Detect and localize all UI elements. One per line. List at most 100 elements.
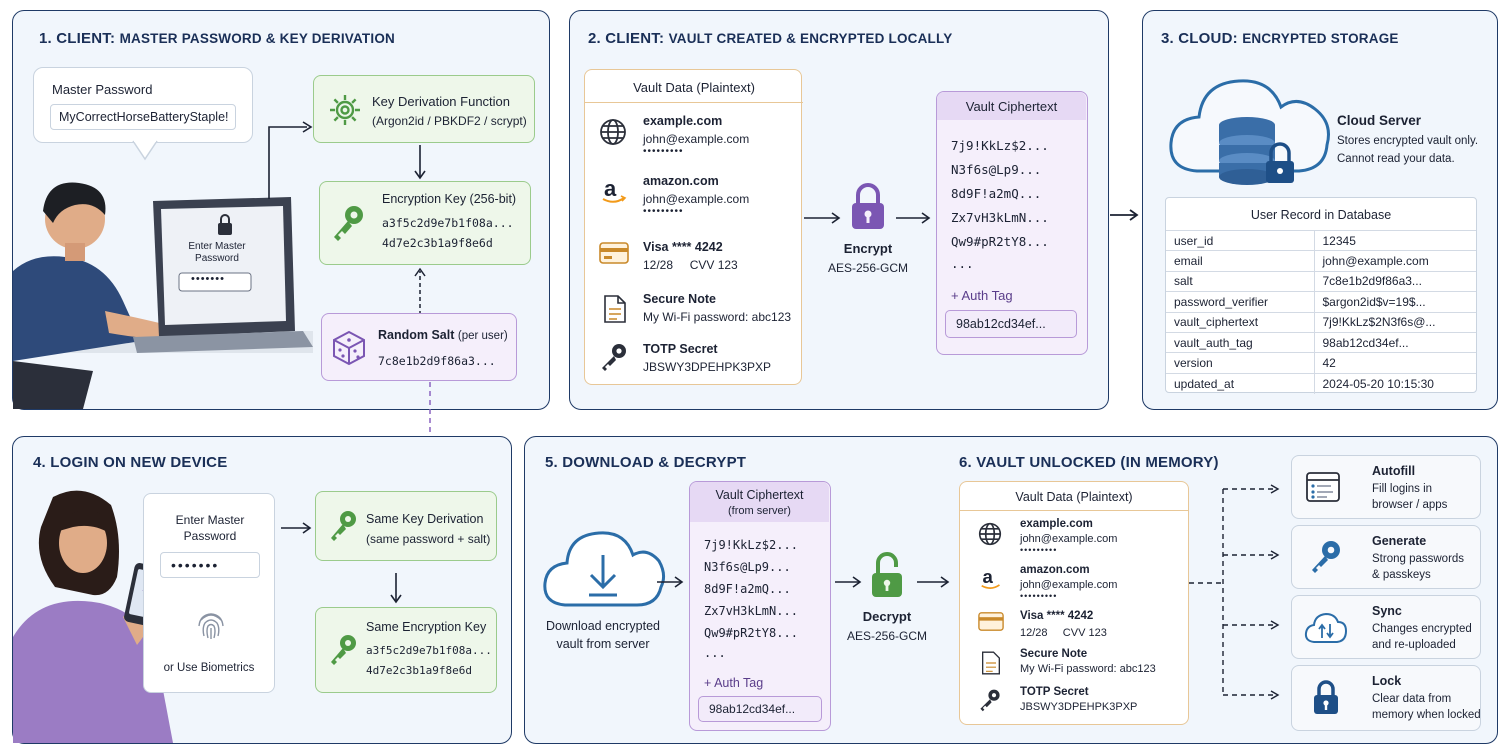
panel-client-key-derivation: 1. CLIENT: MASTER PASSWORD & KEY DERIVAT… (12, 10, 550, 410)
arrow-derive-to-key (390, 573, 402, 604)
vault-item-line: My Wi-Fi password: abc123 (643, 310, 792, 324)
vault-item-title: example.com (643, 114, 723, 128)
table-cell: 7j9!KkLz$2N3f6s@... (1314, 311, 1476, 333)
lock-icon (852, 183, 884, 229)
gear-icon (330, 95, 360, 125)
laptop-password-dots: ••••••• (191, 273, 225, 285)
note-icon (604, 295, 626, 323)
login-password-field[interactable]: ••••••• (160, 552, 260, 578)
vault-item-title: Visa **** 4242 (1020, 610, 1094, 622)
cipher-line: 7j9!KkLz$2... (704, 538, 798, 552)
auth-tag-label: + Auth Tag (951, 288, 1013, 303)
cloud-download-icon (543, 531, 666, 607)
vault-item-title: amazon.com (643, 174, 719, 188)
vault-item-line: john@example.com (1020, 579, 1118, 591)
vault-item-title: amazon.com (1020, 564, 1090, 576)
vault-plaintext-card: Vault Data (Plaintext) example.com john@… (584, 69, 803, 385)
action-generate[interactable]: Generate Strong passwords & passkeys (1291, 525, 1481, 589)
master-password-field: MyCorrectHorseBatteryStaple! (50, 104, 236, 130)
cipher-line: ... (704, 646, 726, 660)
master-password-bubble: Master Password MyCorrectHorseBatterySta… (33, 67, 253, 143)
table-row: password_verifier$argon2id$v=19$... (1166, 291, 1476, 313)
vault-item-line: john@example.com (643, 132, 750, 146)
table-cell: 7c8e1b2d9f86a3... (1314, 270, 1476, 292)
vault-item-line: john@example.com (1020, 533, 1118, 545)
same-encryption-key-box: Same Encryption Key a3f5c2d9e7b1f08a... … (315, 607, 497, 693)
biometrics-label[interactable]: or Use Biometrics (163, 662, 255, 674)
cipher-line: Zx7vH3kLmN... (951, 210, 1049, 225)
globe-icon (600, 119, 626, 145)
vault-plaintext-title: Vault Data (Plaintext) (1015, 490, 1133, 504)
fingerprint-icon[interactable] (196, 610, 226, 642)
salt-value: 7c8e1b2d9f86a3... (378, 354, 496, 368)
table-cell: 2024-05-20 10:15:30 (1314, 372, 1476, 394)
salt-title: Random Salt (per user) (378, 328, 508, 342)
cipher-line: 7j9!KkLz$2... (951, 138, 1049, 153)
auth-tag-value-box: 98ab12cd34ef... (945, 310, 1077, 338)
arrow-kdf-to-key (414, 145, 426, 180)
panel-login-new-device: 4. LOGIN ON NEW DEVICE Enter Master Pass… (12, 436, 512, 744)
action-lock[interactable]: Lock Clear data from memory when locked (1291, 665, 1481, 731)
table-cell: 12345 (1314, 229, 1476, 251)
action-autofill[interactable]: Autofill Fill logins in browser / apps (1291, 455, 1481, 519)
same-key-line2: 4d7e2c3b1a9f8e6d (366, 664, 472, 677)
table-cell: 98ab12cd34ef... (1314, 331, 1476, 353)
action-line: Changes encrypted (1372, 623, 1472, 635)
vault-ciphertext-card: Vault Ciphertext 7j9!KkLz$2... N3f6s@Lp9… (936, 91, 1088, 355)
encryption-key-box: Encryption Key (256-bit) a3f5c2d9e7b1f08… (319, 181, 531, 265)
user-record-title: User Record in Database (1250, 208, 1392, 222)
dice-icon (333, 330, 365, 366)
action-title: Generate (1372, 534, 1427, 548)
cipher-subtitle: (from server) (728, 505, 791, 517)
auth-tag-value-box: 98ab12cd34ef... (698, 696, 822, 722)
action-title: Lock (1372, 674, 1402, 688)
branch-arrows (1189, 484, 1280, 700)
key-icon (334, 206, 363, 241)
svg-text:a: a (983, 566, 994, 587)
same-key-line1: a3f5c2d9e7b1f08a... (366, 644, 492, 657)
table-cell: vault_auth_tag (1166, 331, 1315, 353)
cloud-server-icon (1169, 79, 1330, 185)
cipher-line: Qw9#pR2tY8... (951, 234, 1049, 249)
arrow-download-to-cipher (657, 576, 684, 588)
action-line: Fill logins in (1372, 483, 1433, 495)
credit-card-icon (599, 242, 629, 264)
vault-item-dots: ••••••••• (1020, 591, 1058, 601)
login-prompt-card: Enter Master Password ••••••• or Use Bio… (143, 493, 275, 693)
panel-vault-encrypted: 2. CLIENT: VAULT CREATED & ENCRYPTED LOC… (569, 10, 1109, 410)
arrow-vault-to-encrypt (804, 212, 841, 224)
arrow-decrypt-to-vault (917, 576, 950, 588)
action-title: Autofill (1372, 464, 1416, 478)
cipher-line: ... (951, 256, 974, 271)
cipher-line: Zx7vH3kLmN... (704, 604, 798, 618)
action-line: Clear data from (1372, 693, 1452, 705)
encrypt-label: Encrypt (843, 241, 893, 256)
panel6-title: 6. VAULT UNLOCKED (IN MEMORY) (959, 454, 1219, 471)
note-icon (982, 651, 1000, 675)
auth-tag-value: 98ab12cd34ef... (956, 317, 1046, 331)
action-line: memory when locked (1372, 709, 1481, 721)
amazon-icon: a (602, 176, 627, 203)
vault-item-line: My Wi-Fi password: abc123 (1020, 663, 1156, 675)
action-line: & passkeys (1372, 569, 1431, 581)
same-encryption-key-title: Same Encryption Key (366, 620, 487, 634)
lock-icon (1314, 680, 1338, 714)
vault-plaintext-title: Vault Data (Plaintext) (633, 80, 755, 95)
key-icon (602, 344, 626, 371)
cloud-server-line1: Stores encrypted vault only. (1337, 135, 1479, 147)
decrypt-label: Decrypt (862, 609, 912, 624)
key-icon (980, 689, 1000, 712)
arrow-panel2-to-cloud (1110, 209, 1139, 221)
kdf-title: Key Derivation Function (372, 94, 511, 109)
encryption-key-title: Encryption Key (256-bit) (382, 192, 517, 206)
unlocked-vault-card: Vault Data (Plaintext) example.com john@… (959, 481, 1189, 725)
encryption-key-line2: 4d7e2c3b1a9f8e6d (382, 236, 493, 250)
decrypt-algo: AES-256-GCM (846, 629, 928, 643)
vault-item-line: 12/28 CVV 123 (643, 258, 738, 272)
action-sync[interactable]: Sync Changes encrypted and re-uploaded (1291, 595, 1481, 659)
